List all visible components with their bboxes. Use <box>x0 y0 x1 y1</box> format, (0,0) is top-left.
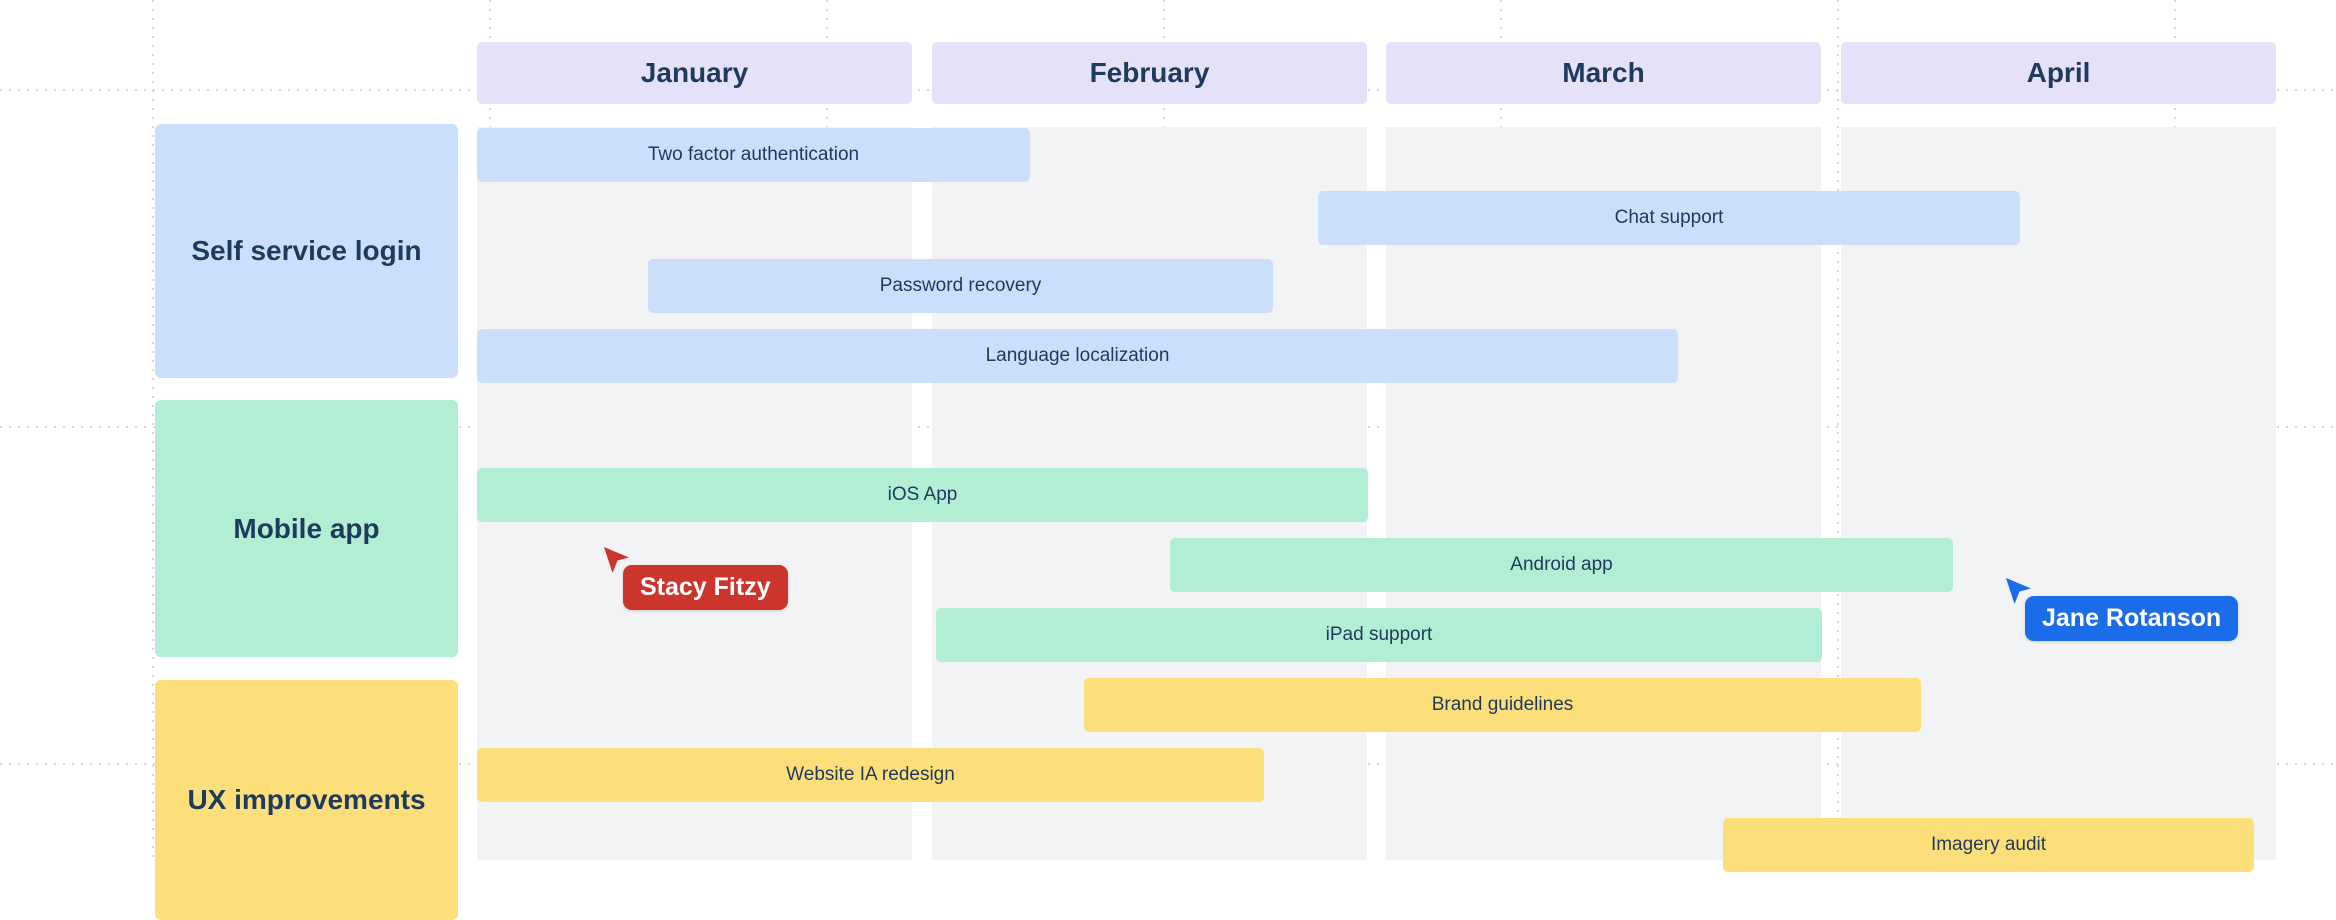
user-cursor-stacy-fitzy: Stacy Fitzy <box>601 545 788 610</box>
cursor-pointer-shape <box>2006 578 2031 604</box>
task-bar-ipad-support[interactable]: iPad support <box>936 608 1822 662</box>
cursor-pointer-icon <box>2006 578 2031 604</box>
cursor-pointer-shape <box>604 547 629 573</box>
category-block-self-service-login[interactable]: Self service login <box>155 124 458 378</box>
task-bar-imagery-audit[interactable]: Imagery audit <box>1723 818 2254 872</box>
cursor-pointer-icon <box>604 547 629 573</box>
category-block-ux-improvements[interactable]: UX improvements <box>155 680 458 920</box>
grid-line-vertical <box>152 0 154 860</box>
month-column-panel-april <box>1841 127 2276 860</box>
month-header-april[interactable]: April <box>1841 42 2276 104</box>
task-bar-android-app[interactable]: Android app <box>1170 538 1953 592</box>
month-header-february[interactable]: February <box>932 42 1367 104</box>
user-cursor-jane-rotanson: Jane Rotanson <box>2003 576 2239 641</box>
month-column-panel-march <box>1386 127 1821 860</box>
task-bar-password-recovery[interactable]: Password recovery <box>648 259 1273 313</box>
task-bar-chat-support[interactable]: Chat support <box>1318 191 2020 245</box>
task-bar-language-localization[interactable]: Language localization <box>477 329 1678 383</box>
grid-line-vertical <box>1837 0 1839 860</box>
category-block-mobile-app[interactable]: Mobile app <box>155 400 458 657</box>
task-bar-two-factor-authentication[interactable]: Two factor authentication <box>477 128 1030 182</box>
task-bar-website-ia-redesign[interactable]: Website IA redesign <box>477 748 1264 802</box>
month-header-january[interactable]: January <box>477 42 912 104</box>
cursor-name-badge: Stacy Fitzy <box>623 565 788 610</box>
task-bar-brand-guidelines[interactable]: Brand guidelines <box>1084 678 1921 732</box>
month-header-march[interactable]: March <box>1386 42 1821 104</box>
task-bar-ios-app[interactable]: iOS App <box>477 468 1368 522</box>
cursor-name-badge: Jane Rotanson <box>2025 596 2239 641</box>
